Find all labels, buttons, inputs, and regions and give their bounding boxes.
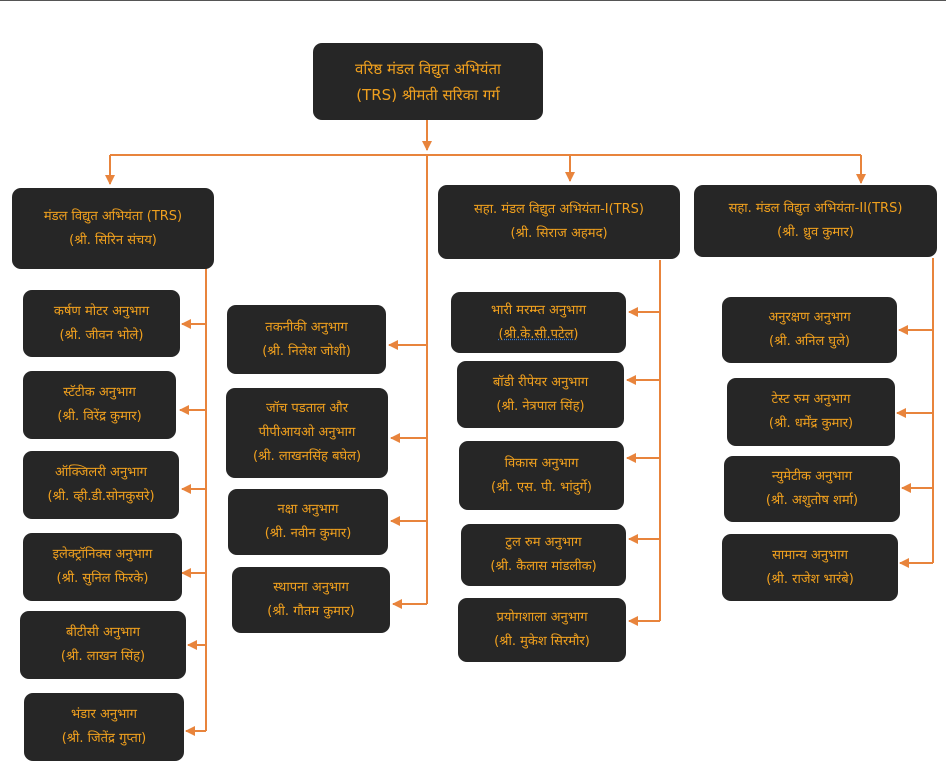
section-name: कर्षण मोटर अनुभाग xyxy=(53,303,150,319)
section-name: न्युमेटीक अनुभाग xyxy=(771,469,853,484)
col3-item-node: प्रयोगशाला अनुभाग (श्री. मुकेश सिरमौर) xyxy=(458,598,626,662)
section-name-cont: पीपीआयओ अनुभाग xyxy=(258,425,356,440)
section-name: बीटीसी अनुभाग xyxy=(66,625,140,640)
col4-item-node: सामान्य अनुभाग (श्री. राजेश भारंबे) xyxy=(722,534,898,601)
section-officer: (श्री. व्ही.डी.सोनकुसरे) xyxy=(47,489,155,504)
col4-item-node: न्युमेटीक अनुभाग (श्री. अशुतोष शर्मा) xyxy=(724,456,900,522)
root-officer: (TRS) श्रीमती सरिका गर्ग xyxy=(356,85,500,104)
col4-head-node: सहा. मंडल विद्युत अभियंता-II(TRS) (श्री.… xyxy=(694,185,937,257)
section-name: भारी मरम्म्त अनुभाग xyxy=(490,302,587,318)
section-name: सामान्य अनुभाग xyxy=(772,547,848,563)
col1-head-node: मंडल विद्युत अभियंता (TRS) (श्री. सिरिन … xyxy=(12,188,214,269)
section-officer: (श्री. अनिल घुले) xyxy=(769,334,850,349)
section-name: तकनीकी अनुभाग xyxy=(265,319,348,335)
section-officer: (श्री. गौतम कुमार) xyxy=(267,604,355,619)
section-name: ऑक्जिलरी अनुभाग xyxy=(55,465,147,480)
section-officer: (श्री.के.सी.पटेल) xyxy=(498,326,579,342)
col3-item-node: विकास अनुभाग (श्री. एस. पी. भांदुर्गे) xyxy=(459,441,624,510)
section-name: विकास अनुभाग xyxy=(504,455,579,471)
col2-item-node: स्थापना अनुभाग (श्री. गौतम कुमार) xyxy=(232,567,390,633)
section-name: प्रयोगशाला अनुभाग xyxy=(496,610,588,625)
section-officer: (श्री. लाखन सिंह) xyxy=(60,649,146,664)
section-name: इलेक्ट्रॉनिक्स अनुभाग xyxy=(52,547,153,562)
col3-head-node: सहा. मंडल विद्युत अभियंता-I(TRS) (श्री. … xyxy=(438,185,680,259)
col1-item-node: भंडार अनुभाग (श्री. जितेंद्र गुप्ता) xyxy=(24,693,184,761)
section-officer: (श्री. मुकेश सिरमौर) xyxy=(494,634,590,649)
col3-item-node: भारी मरम्म्त अनुभाग (श्री.के.सी.पटेल) xyxy=(451,292,626,353)
col4-item-node: टेस्ट रुम अनुभाग (श्री. धर्मेंद्र कुमार) xyxy=(727,378,895,446)
section-name: अनुरक्षण अनुभाग xyxy=(768,310,851,325)
section-officer: (श्री. लाखनसिंह बघेल) xyxy=(252,449,362,464)
section-name: स्टॅटीक अनुभाग xyxy=(63,385,136,400)
section-name: स्थापना अनुभाग xyxy=(273,580,349,595)
col1-item-node: इलेक्ट्रॉनिक्स अनुभाग (श्री. सुनिल फिरके… xyxy=(23,533,182,601)
root-node: वरिष्ठ मंडल विद्युत अभियंता (TRS) श्रीमत… xyxy=(313,43,543,120)
col1-item-node: स्टॅटीक अनुभाग (श्री. विरेंद्र कुमार) xyxy=(23,371,176,439)
col2-item-node: नक्षा अनुभाग (श्री. नवीन कुमार) xyxy=(228,489,388,555)
section-officer: (श्री. राजेश भारंबे) xyxy=(766,571,854,587)
section-officer: (श्री. एस. पी. भांदुर्गे) xyxy=(491,479,592,495)
col4-item-node: अनुरक्षण अनुभाग (श्री. अनिल घुले) xyxy=(722,297,897,363)
section-officer: (श्री. कैलास मांडलीक) xyxy=(490,559,597,574)
section-name: भंडार अनुभाग xyxy=(71,707,137,722)
col3-head-officer: (श्री. सिराज अहमद) xyxy=(510,226,608,241)
section-name: टुल रुम अनुभाग xyxy=(505,535,582,550)
col1-item-node: ऑक्जिलरी अनुभाग (श्री. व्ही.डी.सोनकुसरे) xyxy=(23,451,179,519)
col1-item-node: बीटीसी अनुभाग (श्री. लाखन सिंह) xyxy=(20,611,186,679)
col4-head-officer: (श्री. ध्रुव कुमार) xyxy=(777,225,854,240)
section-officer: (श्री. नेत्रपाल सिंह) xyxy=(496,398,585,414)
section-name: बॉडी रीपेयर अनुभाग xyxy=(492,374,589,390)
section-officer: (श्री. निलेश जोशी) xyxy=(262,343,351,359)
col3-item-node: टुल रुम अनुभाग (श्री. कैलास मांडलीक) xyxy=(461,524,626,586)
section-officer: (श्री. जीवन भोले) xyxy=(59,327,144,343)
section-officer: (श्री. नवीन कुमार) xyxy=(264,526,352,541)
top-border-line xyxy=(0,0,946,1)
section-officer: (श्री. जितेंद्र गुप्ता) xyxy=(61,731,147,746)
col2-item-node: तकनीकी अनुभाग (श्री. निलेश जोशी) xyxy=(227,305,386,374)
col3-head-title: सहा. मंडल विद्युत अभियंता-I(TRS) xyxy=(474,202,644,217)
col4-head-title: सहा. मंडल विद्युत अभियंता-II(TRS) xyxy=(728,201,903,216)
col1-head-officer: (श्री. सिरिन संचय) xyxy=(69,232,157,248)
section-name: नक्षा अनुभाग xyxy=(277,502,339,517)
section-name: जॉच पडताल और xyxy=(265,401,349,416)
section-name: टेस्ट रुम अनुभाग xyxy=(771,392,851,407)
root-title: वरिष्ठ मंडल विद्युत अभियंता xyxy=(355,59,501,78)
col2-item-node: जॉच पडताल और पीपीआयओ अनुभाग (श्री. लाखनस… xyxy=(226,388,388,478)
col1-head-title: मंडल विद्युत अभियंता (TRS) xyxy=(43,208,183,224)
section-officer: (श्री. अशुतोष शर्मा) xyxy=(765,493,859,508)
col3-item-node: बॉडी रीपेयर अनुभाग (श्री. नेत्रपाल सिंह) xyxy=(457,361,624,428)
section-officer: (श्री. विरेंद्र कुमार) xyxy=(57,409,142,424)
section-officer: (श्री. सुनिल फिरके) xyxy=(56,571,149,586)
section-officer: (श्री. धर्मेंद्र कुमार) xyxy=(768,416,854,431)
col1-item-node: कर्षण मोटर अनुभाग (श्री. जीवन भोले) xyxy=(23,290,180,357)
